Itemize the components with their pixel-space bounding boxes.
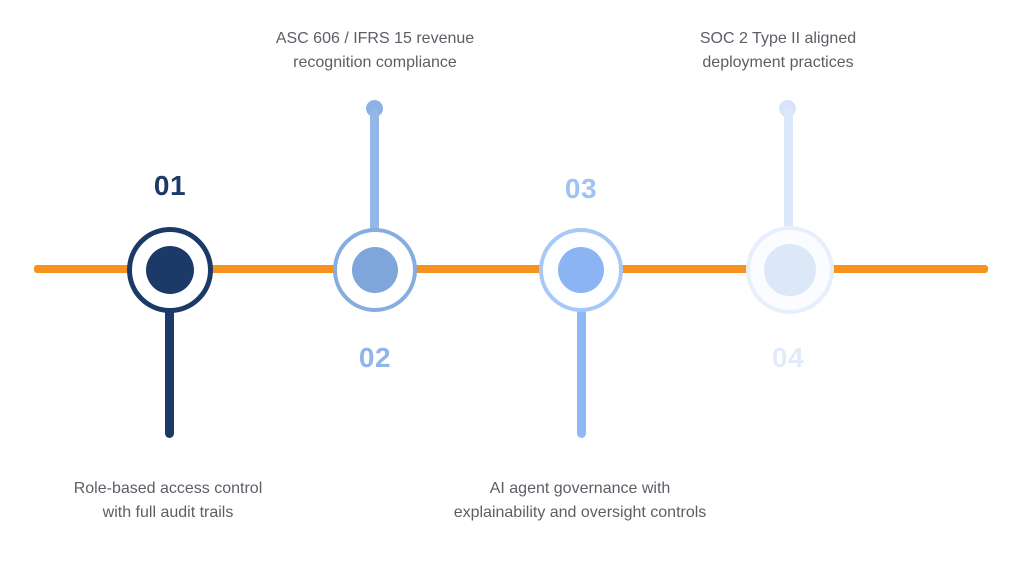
milestone-01-description-line2: with full audit trails xyxy=(102,504,234,521)
milestone-04-description: SOC 2 Type II aligned deployment practic… xyxy=(650,27,906,75)
milestone-04-number: 04 xyxy=(771,342,805,373)
milestone-01-stem xyxy=(165,300,174,438)
milestone-01-node xyxy=(127,227,213,313)
milestone-02-stem xyxy=(370,108,379,240)
milestone-02-number: 02 xyxy=(358,342,392,373)
milestone-03-number: 03 xyxy=(564,173,598,204)
milestone-02-node-inner xyxy=(352,247,398,293)
milestone-03-description: AI agent governance with explainability … xyxy=(420,477,740,525)
milestone-04-node-inner xyxy=(764,244,816,296)
milestone-01-number: 01 xyxy=(153,170,187,201)
milestone-03-node-inner xyxy=(558,247,604,293)
milestone-03-stem xyxy=(577,300,586,438)
milestone-04-node xyxy=(746,226,834,314)
timeline-axis xyxy=(34,265,988,273)
milestone-03-node xyxy=(539,228,623,312)
milestone-01-description-line1: Role-based access control xyxy=(73,480,263,497)
milestone-02-description: ASC 606 / IFRS 15 revenue recognition co… xyxy=(247,27,503,75)
milestone-02-node xyxy=(333,228,417,312)
milestone-02-description-line1: ASC 606 / IFRS 15 revenue xyxy=(275,30,475,47)
milestone-04-stem xyxy=(784,108,793,240)
milestone-04-description-line1: SOC 2 Type II aligned xyxy=(699,30,857,47)
milestone-03-description-line2: explainability and oversight controls xyxy=(453,504,707,521)
milestone-03-description-line1: AI agent governance with xyxy=(489,480,671,497)
milestone-02-description-line2: recognition compliance xyxy=(293,54,457,71)
milestone-04-description-line2: deployment practices xyxy=(702,54,854,71)
milestone-01-description: Role-based access control with full audi… xyxy=(38,477,298,525)
milestone-01-node-inner xyxy=(146,246,194,294)
